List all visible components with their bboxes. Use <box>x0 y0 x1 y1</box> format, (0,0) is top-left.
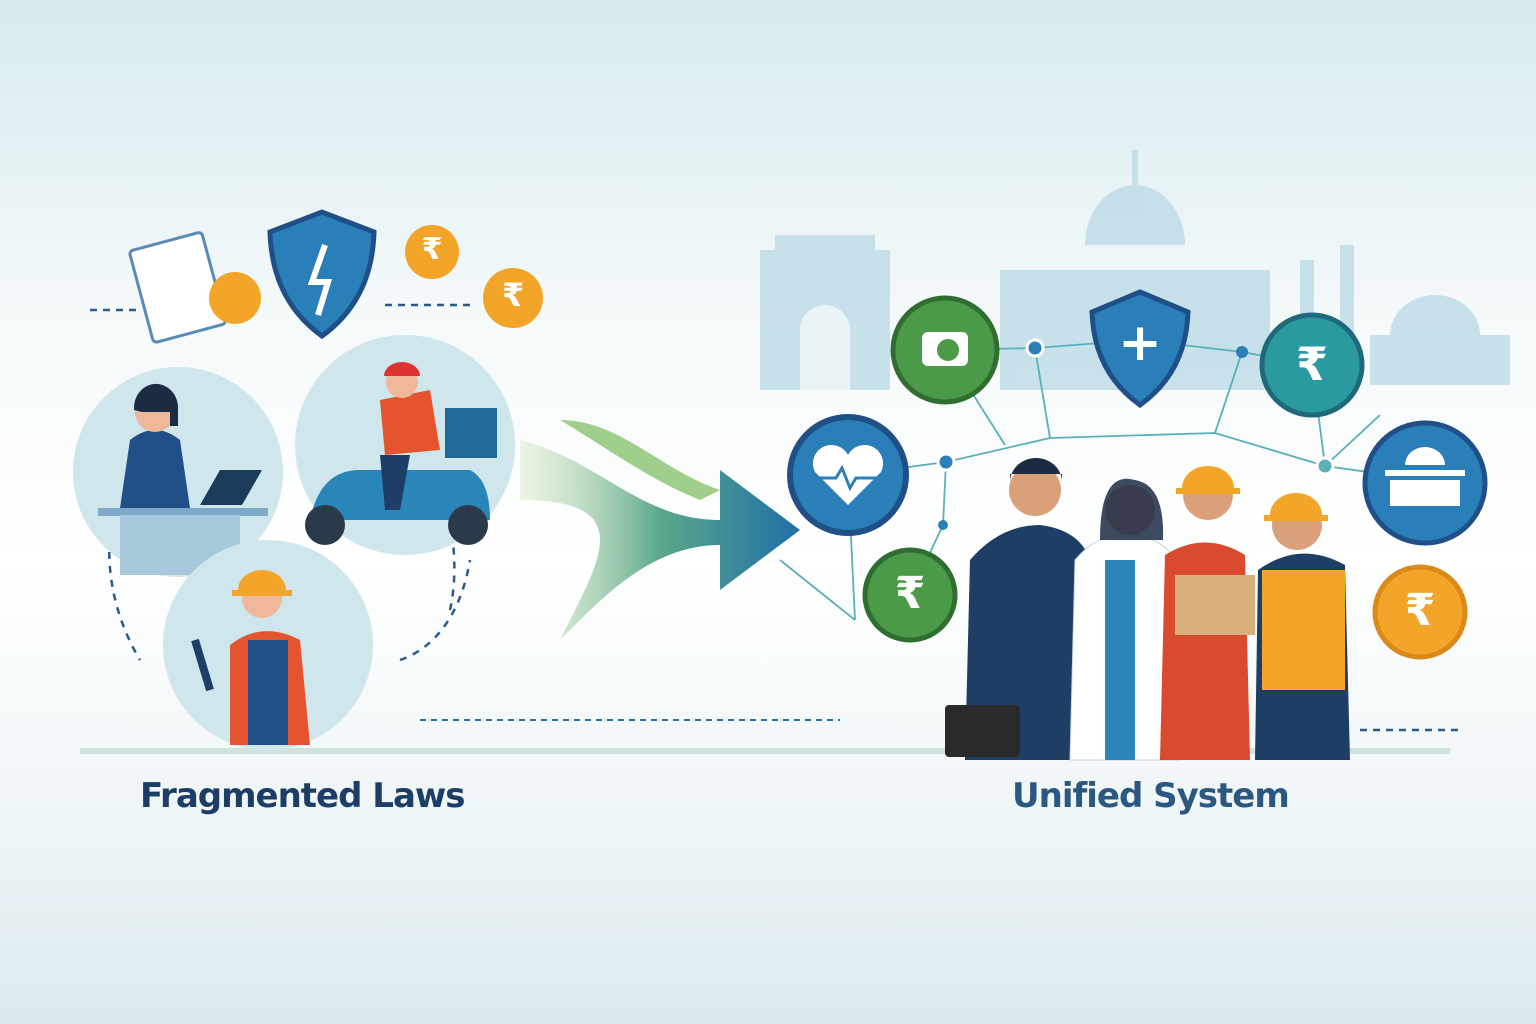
office-worker-scene <box>73 367 283 577</box>
medical-cross-icon: + <box>1118 313 1162 373</box>
rupee-symbol: ₹ <box>1295 337 1328 391</box>
government-building-icon <box>1362 420 1488 546</box>
briefcase-icon <box>945 705 1020 757</box>
medical-shield-icon <box>1089 289 1191 409</box>
workers-group <box>945 458 1350 761</box>
rupee-symbol: ₹ <box>1404 585 1436 636</box>
unified-system-label: Unified System <box>1012 776 1290 816</box>
rupee-symbol: ₹ <box>421 232 443 267</box>
delivery-rider-scene <box>295 335 515 555</box>
heart-pulse-icon <box>787 414 909 536</box>
rupee-icon-orange <box>1372 564 1468 660</box>
document-icon <box>128 231 261 344</box>
dashed-line <box>90 303 470 312</box>
transition-arrow <box>420 420 840 721</box>
fragmented-laws-label: Fragmented Laws <box>140 776 466 816</box>
shield-bolt-icon <box>267 209 377 340</box>
camera-icon <box>890 295 1000 405</box>
rupee-icon-green <box>862 547 958 643</box>
package-box <box>1175 575 1255 635</box>
rupee-icon-teal <box>1259 312 1365 418</box>
ground-line <box>80 748 1450 754</box>
rupee-coin-1 <box>405 225 459 279</box>
rupee-symbol: ₹ <box>894 568 926 619</box>
rupee-symbol: ₹ <box>501 276 525 314</box>
rupee-coin-2 <box>483 268 543 328</box>
network-nodes <box>936 338 1335 530</box>
construction-worker-scene <box>163 540 373 750</box>
